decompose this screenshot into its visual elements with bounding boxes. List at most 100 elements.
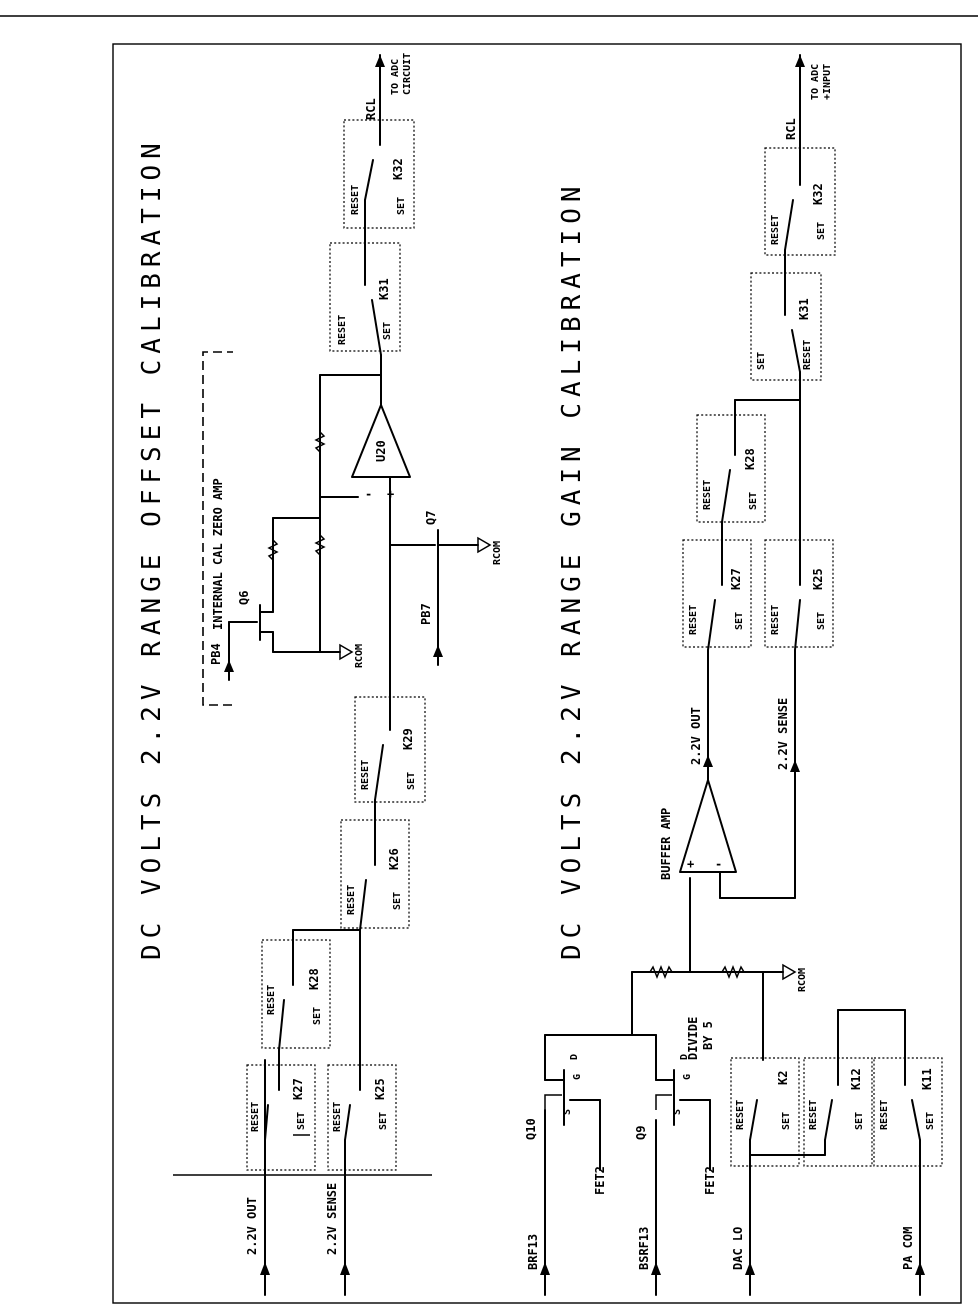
relay-k29-name: K29 [401,728,415,750]
gain-relay-k28-reset: RESET [702,480,713,510]
relay-k12-name: K12 [849,1068,863,1090]
offset-to-adc-line1: TO ADC [390,59,401,95]
relay-k2-switch [749,1099,758,1141]
relay-k25-switch [344,1104,351,1141]
q9-body [655,1094,672,1110]
internal-cal-zero-amp-bracket [202,351,233,706]
opamp-u20 [351,404,411,478]
input-arrow-brf13 [540,1262,550,1275]
q10-label: Q10 [524,1118,538,1140]
relay-k28-box [261,939,331,1049]
gain-title: DC VOLTS 2.2V RANGE GAIN CALIBRATION [557,180,587,960]
gain-relay-k32-reset: RESET [770,215,781,245]
gain-relay-k31-reset: RESET [802,340,813,370]
relay-k31-reset: RESET [337,315,348,345]
relay-k27-switch [264,1104,269,1141]
relay-k25-box [327,1064,397,1171]
q9-s: S [672,1109,683,1115]
relay-k31-name: K31 [377,278,391,300]
q10-s: S [562,1109,573,1115]
opamp-u20-minus: - [365,487,372,501]
divider-resistor-1 [649,964,673,980]
gain-relay-k32-output-arrow [795,55,805,67]
gain-relay-k32-set: SET [816,222,827,240]
gain-2v2-out-label: 2.2V OUT [689,707,703,765]
buffer-amp-plus: + [687,857,694,871]
relay-k25-reset: RESET [332,1102,343,1132]
q6-label: Q6 [237,591,251,605]
gain-relay-k28-name: K28 [743,448,757,470]
relay-k32-output-arrow [375,55,385,67]
gain-relay-k32-name: K32 [811,183,825,205]
gain-2v2-sense-label: 2.2V SENSE [776,698,790,770]
relay-k11-set: SET [925,1112,936,1130]
divider-resistor-2 [721,964,745,980]
gain-relay-k25-switch [794,599,801,651]
internal-cal-zero-amp-label: INTERNAL CAL ZERO AMP [211,478,225,630]
input-arrow-pa-com [915,1262,925,1275]
pb4-label: PB4 [209,643,223,665]
relay-k2-box [730,1057,800,1167]
rcom-a-symbol [339,643,354,661]
pb7-label: PB7 [419,603,433,625]
relay-k32-switch [364,159,374,201]
gain-relay-k27-box [682,539,752,648]
gain-relay-k28-switch [721,469,731,523]
gain-relay-k32-switch [784,199,794,251]
label-bsrf13: BSRF13 [637,1227,651,1270]
relay-k2-set: SET [781,1112,792,1130]
sense-arrow [790,760,800,772]
gain-rcom-symbol [782,963,797,981]
label-dac-lo: DAC LO [731,1227,745,1270]
relay-k25-set: SET [378,1112,389,1130]
resistor-r1 [267,539,279,561]
gain-relay-k27-switch [707,599,716,651]
label-brf13: BRF13 [526,1234,540,1270]
relay-k26-switch [359,879,367,931]
offset-rcl-label: RCL [364,98,378,120]
relay-k27-set: SET [296,1112,307,1130]
relay-k32-reset: RESET [350,185,361,215]
relay-k28-reset: RESET [266,985,277,1015]
q10-body [544,1094,562,1110]
diagram-frame [112,43,962,1304]
relay-k28-switch [278,999,285,1051]
label-2v2-out: 2.2V OUT [245,1197,259,1255]
q9-label: Q9 [634,1126,648,1140]
input-arrow-2v2-out [260,1262,270,1275]
input-arrow-2v2-sense [340,1262,350,1275]
relay-k29-set: SET [406,772,417,790]
divide-label: DIVIDE [686,1017,700,1060]
rcom-b-symbol [477,536,492,554]
relay-k28-name: K28 [307,968,321,990]
relay-k11-switch [911,1099,921,1141]
q10-g: G [572,1074,583,1080]
gain-relay-k28-box [696,414,766,523]
offset-title: DC VOLTS 2.2V RANGE OFFSET CALIBRATION [137,137,167,960]
gain-rcom-label: RCOM [797,968,808,992]
relay-k31-set: SET [382,322,393,340]
pb7-arrow [433,645,443,657]
relay-k26-set: SET [392,892,403,910]
relay-k27-reset: RESET [250,1102,261,1132]
input-arrow-dac-lo [745,1262,755,1275]
gain-to-adc-line1: TO ADC [810,64,821,100]
gain-relay-k31-switch [791,329,801,373]
gain-calibration-circuit: BRF13 BSRF13 DAC LO PA COM Q10 S G D FET… [524,54,943,1296]
gain-relay-k31-set: SET [756,352,767,370]
relay-k25-name: K25 [373,1078,387,1100]
input-arrow-bsrf13 [651,1262,661,1275]
divide-label-2: BY 5 [701,1021,715,1050]
relay-k11-box [873,1057,943,1167]
relay-k27-box [246,1064,316,1171]
gain-relay-k27-set: SET [734,612,745,630]
relay-k12-switch [824,1099,833,1141]
q9-g: G [682,1074,693,1080]
relay-k11-name: K11 [920,1068,934,1090]
relay-k32-name: K32 [391,158,405,180]
gain-to-adc-line2: +INPUT [822,64,833,100]
rcom-b-label: RCOM [492,541,503,565]
gain-relay-k31-name: K31 [797,298,811,320]
buffer-amp [679,779,737,873]
